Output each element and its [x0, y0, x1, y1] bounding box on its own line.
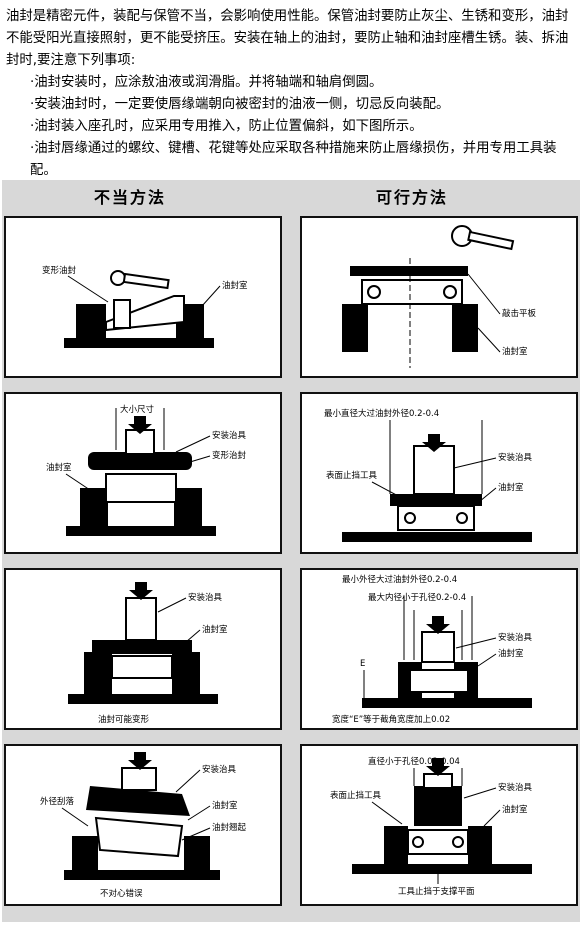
label-width-e: 宽度“E”等于截角宽度加上0.02	[332, 714, 450, 725]
bullet-2: ·安装油封时，一定要使唇缘端朝向被密封的油液一侧，切忌反向装配。	[30, 97, 450, 112]
label-may-deform: 油封可能变形	[98, 714, 150, 725]
label-tool-stop-plane: 工具止挡于支撑平面	[398, 886, 475, 897]
label-install-tool: 安装治具	[498, 452, 533, 463]
diagram-left-2: 大小尺寸 安装治具 变形治封 油封室	[46, 404, 247, 536]
label-size: 大小尺寸	[120, 404, 155, 415]
label-deformed-tool: 变形治封	[212, 450, 247, 461]
left-column-title: 不当方法	[94, 188, 167, 207]
label-seal-housing: 油封室	[222, 280, 248, 291]
label-min-diameter: 最小直径大过油封外径0.2-0.4	[324, 408, 439, 419]
label-diameter-smaller: 直径小于孔径0.02-0.04	[368, 756, 460, 767]
label-max-inner: 最大内径小于孔径0.2-0.4	[368, 592, 466, 603]
label-install-tool: 安装治具	[498, 782, 533, 793]
label-deformed-seal: 变形油封	[42, 265, 77, 276]
diagram-left-1: 变形油封 油封室	[42, 265, 248, 348]
label-seal-housing: 油封室	[502, 804, 528, 815]
label-install-tool: 安装治具	[212, 430, 247, 441]
label-install-tool: 安装治具	[498, 632, 533, 643]
label-seal-housing: 油封室	[202, 624, 228, 635]
diagram-right-2: 最小直径大过油封外径0.2-0.4 安装治具 表面止挡工具 油封室	[324, 408, 533, 542]
label-seal-housing: 油封室	[498, 482, 524, 493]
label-striking-plate: 敲击平板	[502, 308, 537, 319]
label-seal-housing: 油封室	[498, 648, 524, 659]
bullet-4: ·油封唇缘通过的螺纹、键槽、花键等处应采取各种措施来防止唇缘损伤，并用专用工具装…	[30, 141, 557, 178]
intro-paragraph: 油封是精密元件，装配与保管不当，会影响使用性能。保管油封要防止灰尘、生锈和变形，…	[6, 9, 569, 68]
right-column-title: 可行方法	[376, 188, 449, 207]
label-seal-housing: 油封室	[46, 462, 72, 473]
panel-left-3: 安装治具 油封室 油封可能变形	[4, 568, 282, 730]
panel-right-3: 最小外径大过油封外径0.2-0.4 最大内径小于孔径0.2-0.4 安装治具 油…	[300, 568, 578, 730]
label-min-outer: 最小外径大过油封外径0.2-0.4	[342, 574, 457, 585]
label-e: E	[360, 659, 365, 669]
panel-right-2: 最小直径大过油封外径0.2-0.4 安装治具 表面止挡工具 油封室	[300, 392, 578, 554]
intro-text: 油封是精密元件，装配与保管不当，会影响使用性能。保管油封要防止灰尘、生锈和变形，…	[6, 6, 576, 182]
label-install-tool: 安装治具	[202, 764, 237, 775]
panel-right-4: 直径小于孔径0.02-0.04 表面止挡工具 安装治具 油封室 工具止挡于支撑平…	[300, 744, 578, 906]
panel-left-1: 变形油封 油封室	[4, 216, 282, 378]
diagram-left-4: 安装治具 外径刮落 油封室 油封翘起 不对心错误	[40, 752, 247, 899]
label-stop-tool: 表面止挡工具	[326, 470, 378, 481]
panel-left-4: 安装治具 外径刮落 油封室 油封翘起 不对心错误	[4, 744, 282, 906]
label-stop-tool: 表面止挡工具	[330, 790, 382, 801]
label-install-tool: 安装治具	[188, 592, 223, 603]
diagram-right-4: 直径小于孔径0.02-0.04 表面止挡工具 安装治具 油封室 工具止挡于支撑平…	[330, 756, 533, 897]
diagram-right-3: 最小外径大过油封外径0.2-0.4 最大内径小于孔径0.2-0.4 安装治具 油…	[332, 574, 533, 725]
bullet-1: ·油封安装时，应涂敖油液或润滑脂。并将轴端和轴肩倒圆。	[30, 75, 383, 90]
label-seal-lifted: 油封翘起	[212, 822, 247, 833]
diagram-left-3: 安装治具 油封室 油封可能变形	[68, 582, 228, 725]
panel-right-1: 敲击平板 油封室	[300, 216, 578, 378]
bullet-3: ·油封装入座孔时，应采用专用推入，防止位置偏斜，如下图所示。	[30, 119, 423, 134]
installation-figure: 不当方法 可行方法 变形油封 油封室 敲击平	[2, 180, 580, 922]
label-misaligned: 不对心错误	[100, 888, 143, 899]
label-outer-scraped: 外径刮落	[40, 796, 75, 807]
diagram-right-1: 敲击平板 油封室	[342, 225, 537, 368]
label-seal-housing: 油封室	[502, 346, 528, 357]
panel-left-2: 大小尺寸 安装治具 变形治封 油封室	[4, 392, 282, 554]
label-seal-housing: 油封室	[212, 800, 238, 811]
